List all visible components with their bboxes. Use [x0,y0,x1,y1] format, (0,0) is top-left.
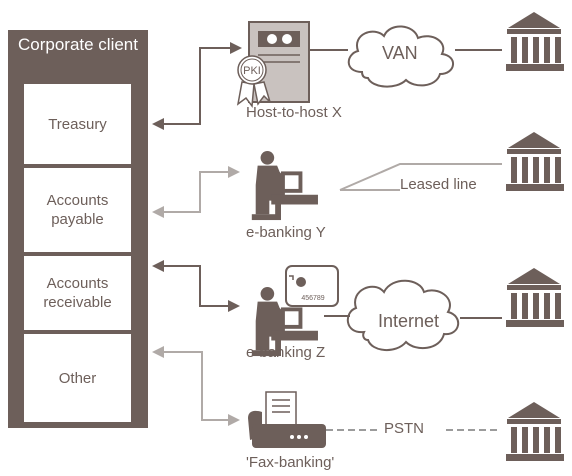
van-cloud-icon [347,25,454,88]
card-reader-icon [285,265,339,307]
leased-line [339,163,502,191]
internet-label: Internet [378,311,440,331]
bank-icon-3 [506,268,564,327]
panel-title: Corporate client [17,35,138,54]
corporate-client-panel: Corporate client Treasury Accounts payab… [8,30,148,428]
section-other: Other [24,334,131,422]
connector-fax-banking [152,346,240,426]
van-label: VAN [382,43,418,63]
host-to-host-label: Host-to-host X [246,104,342,121]
bank-icon-4 [506,402,564,461]
user-workstation-y-icon [251,150,318,221]
connector-e-banking-y [152,166,240,218]
fax-machine-icon [248,391,326,448]
leased-line-label: Leased line [400,176,477,193]
internet-cloud-icon [346,279,459,351]
connector-host-to-host [152,42,242,130]
pki-badge-icon [236,55,271,109]
e-banking-z-label: e-banking Z [246,344,326,361]
card-number: 456789 [301,295,324,302]
section-treasury: Treasury [24,84,131,164]
section-accounts-payable: Accounts payable [24,168,131,252]
fax-banking-label: 'Fax-banking' [246,454,335,471]
pki-badge-label: PKI [243,65,261,77]
connector-e-banking-z [152,260,240,312]
bank-icon-2 [506,132,564,191]
bank-icon-1 [506,12,564,71]
e-banking-y-label: e-banking Y [246,224,326,241]
pstn-label: PSTN [384,420,425,437]
section-accounts-receivable: Accounts receivable [24,256,131,330]
